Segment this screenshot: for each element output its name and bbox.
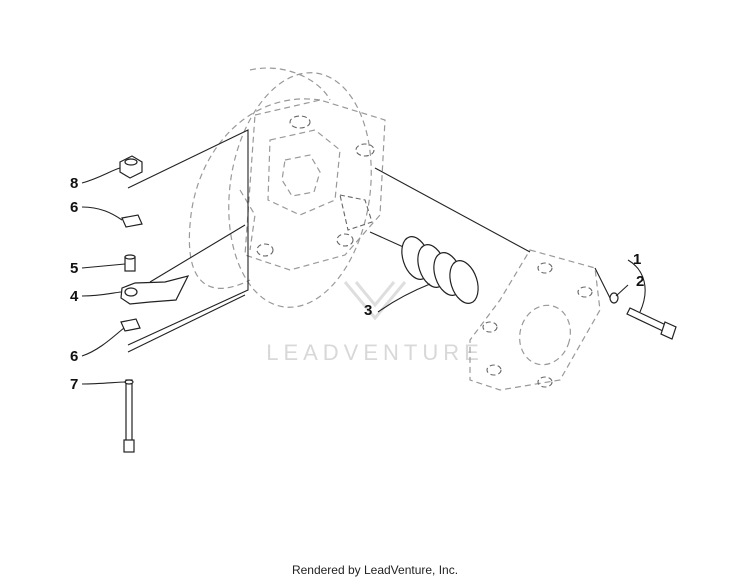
callout-leaders [81, 167, 646, 385]
hex-nut[interactable] [119, 155, 143, 179]
pin[interactable] [123, 379, 135, 453]
callout-5: 5 [70, 260, 78, 277]
callout-7: 7 [70, 376, 78, 393]
callout-labels: 1 2 3 4 5 6 6 7 8 [70, 175, 644, 393]
watermark-text: LEADVENTURE [266, 340, 484, 365]
spring[interactable] [397, 233, 483, 307]
clutch-assembly-outline [188, 67, 386, 308]
callout-6-upper: 6 [70, 199, 78, 216]
cover-plate-outline [469, 249, 601, 391]
callout-8: 8 [70, 175, 78, 192]
watermark: LEADVENTURE [266, 281, 484, 365]
washer-bolt[interactable] [609, 292, 619, 304]
callout-4: 4 [70, 288, 79, 305]
footer-credit: Rendered by LeadVenture, Inc. [291, 563, 459, 577]
cam-arm[interactable] [120, 275, 190, 305]
callout-3: 3 [364, 302, 372, 319]
washer-lower[interactable] [120, 318, 141, 332]
callout-6-lower: 6 [70, 348, 78, 365]
bolt[interactable] [626, 307, 677, 340]
spacer[interactable] [124, 254, 136, 272]
callout-1: 1 [633, 251, 641, 268]
callout-2: 2 [636, 273, 644, 290]
leadventure-logo-icon [343, 281, 407, 321]
washer-upper[interactable] [121, 214, 143, 228]
